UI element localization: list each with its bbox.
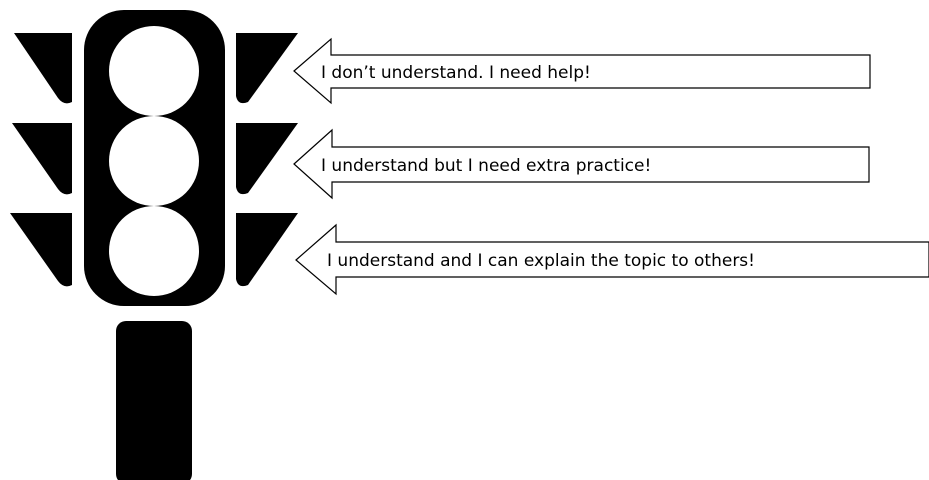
- arrow-bottom-label: I understand and I can explain the topic…: [327, 251, 755, 271]
- left-visor-top-icon: [14, 33, 72, 104]
- lamp-middle-icon: [109, 116, 199, 206]
- right-visor-bottom-icon: [236, 213, 298, 287]
- arrow-middle-shape: [293, 128, 870, 200]
- arrow-middle-label: I understand but I need extra practice!: [321, 156, 651, 176]
- right-visor-middle-icon: [236, 123, 298, 195]
- left-visor-bottom-icon: [10, 213, 72, 287]
- lamp-top-icon: [109, 26, 199, 116]
- arrow-top-label: I don’t understand. I need help!: [321, 63, 591, 83]
- arrow-callout-top: I don’t understand. I need help!: [293, 37, 871, 105]
- traffic-light-pole: [116, 321, 192, 480]
- arrow-top-shape: [293, 37, 871, 105]
- lamp-bottom-icon: [109, 206, 199, 296]
- arrow-callout-middle: I understand but I need extra practice!: [293, 128, 870, 200]
- left-visor-middle-icon: [12, 123, 72, 195]
- arrow-callout-bottom: I understand and I can explain the topic…: [295, 223, 929, 296]
- arrow-bottom-shape: [295, 223, 929, 296]
- right-visor-top-icon: [236, 33, 298, 104]
